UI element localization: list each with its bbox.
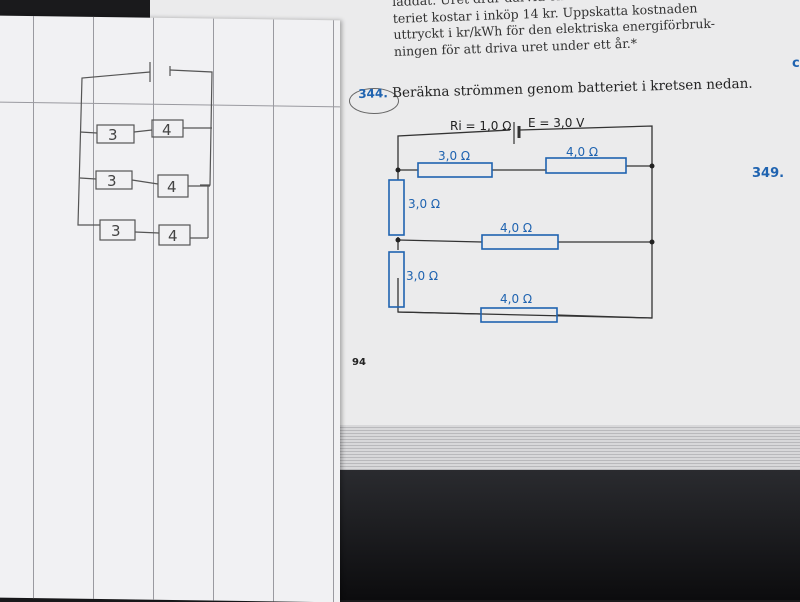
internal-resistance-label: Ri = 1,0 Ω [450, 119, 511, 133]
sketch-label: 3 [107, 172, 117, 190]
resistor-label: 4,0 Ω [500, 292, 532, 306]
resistor-label: 3,0 Ω [438, 149, 470, 163]
sketch-label: 3 [111, 222, 121, 240]
side-question-number: 349. [752, 166, 785, 181]
sketch-label: 4 [167, 178, 177, 196]
dark-background [330, 470, 800, 600]
emf-label: E = 3,0 V [528, 116, 585, 130]
pen-circle [349, 88, 399, 114]
page-number: 94 [352, 357, 366, 368]
sketch-label: 4 [168, 227, 178, 245]
resistor-label: 4,0 Ω [566, 145, 598, 159]
resistor-label: 3,0 Ω [406, 269, 438, 283]
page-stack [330, 425, 800, 475]
sketch-label: 4 [162, 121, 172, 139]
resistor-label: 4,0 Ω [500, 221, 532, 235]
resistor-label: 3,0 Ω [408, 197, 440, 211]
side-letter: c [792, 56, 800, 71]
sketch-label: 3 [108, 126, 118, 144]
